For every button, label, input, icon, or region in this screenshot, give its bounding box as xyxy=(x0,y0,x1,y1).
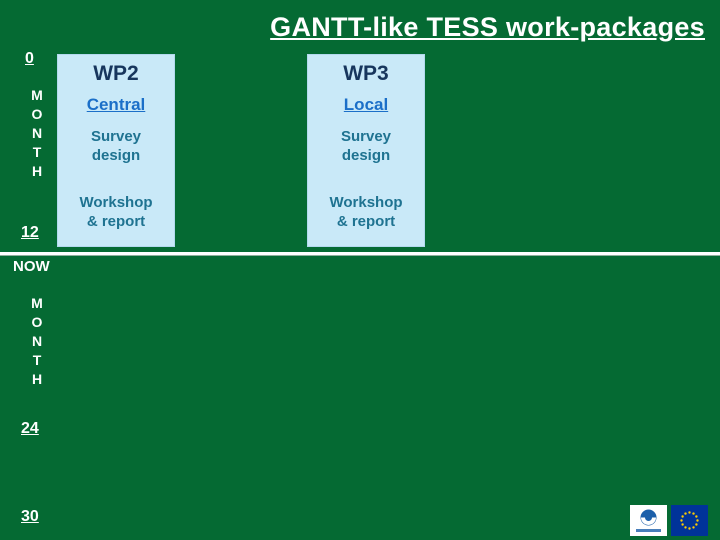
timeline-label-24: 24 xyxy=(21,420,39,437)
timeline-month-label-top: M O N T H xyxy=(31,87,43,179)
wp2-subtitle: Central xyxy=(86,95,146,114)
footer-logos xyxy=(630,505,708,536)
wp3-title: WP3 xyxy=(343,62,389,85)
timeline-label-30: 30 xyxy=(21,508,39,525)
timeline-label-now: NOW xyxy=(13,258,50,275)
wp2-box: WP2 Central Survey design Workshop & rep… xyxy=(57,54,175,247)
wp2-title: WP2 xyxy=(93,62,139,85)
wp2-task-survey-design: Survey design xyxy=(90,128,142,164)
partner-logo xyxy=(630,505,667,536)
wp3-task-workshop-report: Workshop & report xyxy=(329,194,403,230)
timeline-label-12: 12 xyxy=(21,224,39,241)
wp3-task-survey-design: Survey design xyxy=(340,128,392,164)
wp2-task-workshop-report: Workshop & report xyxy=(79,194,153,230)
timeline-month-label-bottom: M O N T H xyxy=(31,295,43,387)
eu-flag-logo xyxy=(671,505,708,536)
wp3-box: WP3 Local Survey design Workshop & repor… xyxy=(307,54,425,247)
timeline-label-0: 0 xyxy=(25,50,34,67)
slide-title: GANTT-like TESS work-packages xyxy=(270,12,705,42)
now-line xyxy=(0,252,720,256)
wp3-subtitle: Local xyxy=(343,95,389,114)
